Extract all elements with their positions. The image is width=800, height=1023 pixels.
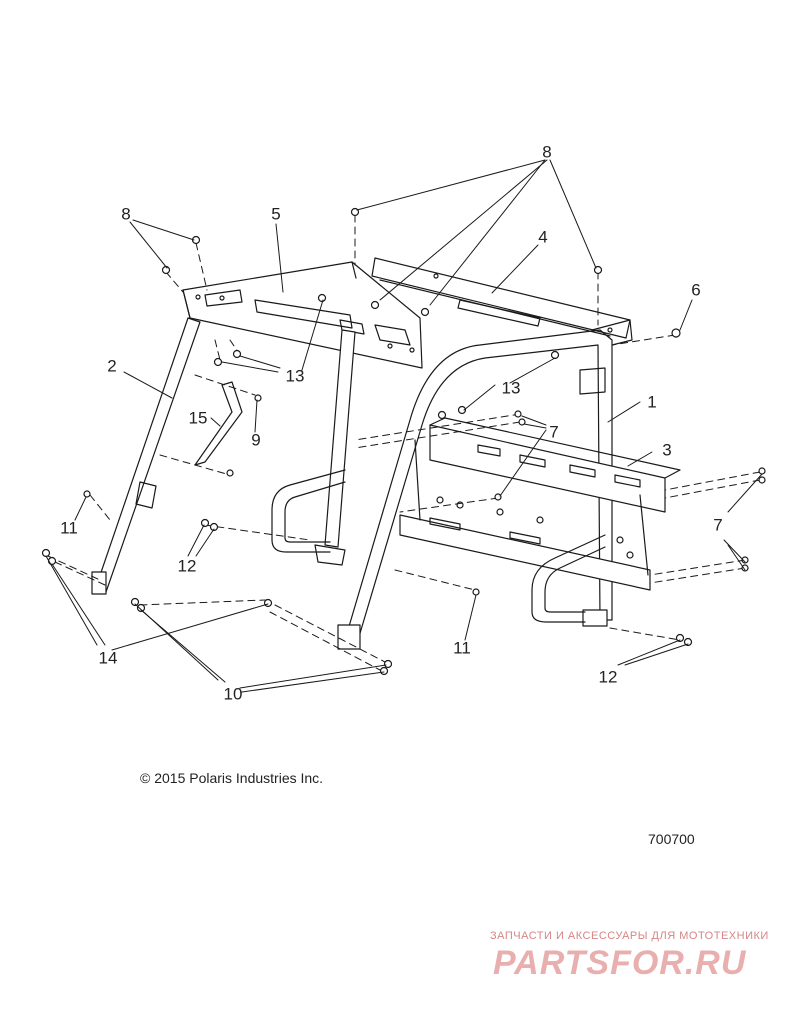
bolt-10-e <box>379 666 389 676</box>
bolt-9-b <box>226 469 234 477</box>
watermark-tagline: ЗАПЧАСТИ И АКСЕССУАРЫ ДЛЯ МОТОТЕХНИКИ <box>490 930 769 942</box>
callout-3: 3 <box>662 440 672 460</box>
watermark-logo: PARTSFOR.RU <box>493 944 747 982</box>
callout-13a: 13 <box>285 366 305 386</box>
callout-11b: 11 <box>453 638 471 658</box>
front-cross-panel <box>182 261 423 369</box>
nut-13-e <box>437 410 447 420</box>
nut-13-b <box>232 349 242 359</box>
callout-6: 6 <box>691 280 701 300</box>
callout-13b: 13 <box>501 378 521 398</box>
callout-5: 5 <box>271 204 281 224</box>
bolt-7-c <box>494 493 502 501</box>
callout-8b: 8 <box>542 142 552 162</box>
support-bracket <box>194 381 243 466</box>
bolt-10-a <box>130 597 140 607</box>
lower-rear-frame <box>399 439 651 591</box>
bolt-10-c <box>263 598 273 608</box>
nut-13-c <box>317 293 327 303</box>
bolt-7-b <box>518 418 526 426</box>
callout-12a: 12 <box>177 556 197 576</box>
rear-vertical-post <box>314 329 356 566</box>
bolt-11-b <box>472 588 480 596</box>
copyright-text: © 2015 Polaris Industries Inc. <box>140 770 324 786</box>
bolt-9-a <box>254 394 262 402</box>
callout-8a: 8 <box>121 204 131 224</box>
nut-13-f <box>550 350 560 360</box>
bolt-14-b <box>47 556 57 566</box>
bolt-6 <box>671 328 681 338</box>
bolt-7-f <box>741 556 749 564</box>
rear-upper-cross-bar <box>371 257 631 339</box>
callout-2: 2 <box>107 356 117 376</box>
leader-lines <box>45 159 763 693</box>
callout-9: 9 <box>251 430 261 450</box>
bolt-8-mid <box>420 307 430 317</box>
callout-10: 10 <box>223 684 243 704</box>
bolt-8-mid2 <box>370 300 380 310</box>
bolt-12-b <box>209 522 219 532</box>
bolt-14-a <box>41 548 51 558</box>
callout-15: 15 <box>188 408 208 428</box>
nut-13-d <box>457 405 467 415</box>
rear-lower-cross-bar <box>429 417 681 513</box>
bolt-7-e <box>758 476 766 484</box>
callout-11a: 11 <box>60 518 78 538</box>
bolt-11-a <box>83 490 91 498</box>
bolt-7-d <box>758 467 766 475</box>
grab-handle-left <box>271 469 346 553</box>
main-roll-bar <box>337 319 633 650</box>
callout-7b: 7 <box>713 515 723 535</box>
bolt-7-g <box>741 564 749 572</box>
callout-12b: 12 <box>598 667 618 687</box>
diagram-number: 700700 <box>648 831 695 847</box>
bolt-7-a <box>514 410 522 418</box>
bolt-12-d <box>683 637 693 647</box>
assembly-lines <box>47 214 761 671</box>
callout-7a: 7 <box>549 422 559 442</box>
bolt-12-a <box>200 518 210 528</box>
bolt-12-c <box>675 633 685 643</box>
bolt-10-d <box>383 659 393 669</box>
callout-1: 1 <box>647 392 657 412</box>
nut-13-a <box>213 357 223 367</box>
callout-4: 4 <box>538 227 548 247</box>
callout-14: 14 <box>98 648 118 668</box>
grab-handle-right <box>531 534 606 623</box>
bolt-10-b <box>136 603 146 613</box>
